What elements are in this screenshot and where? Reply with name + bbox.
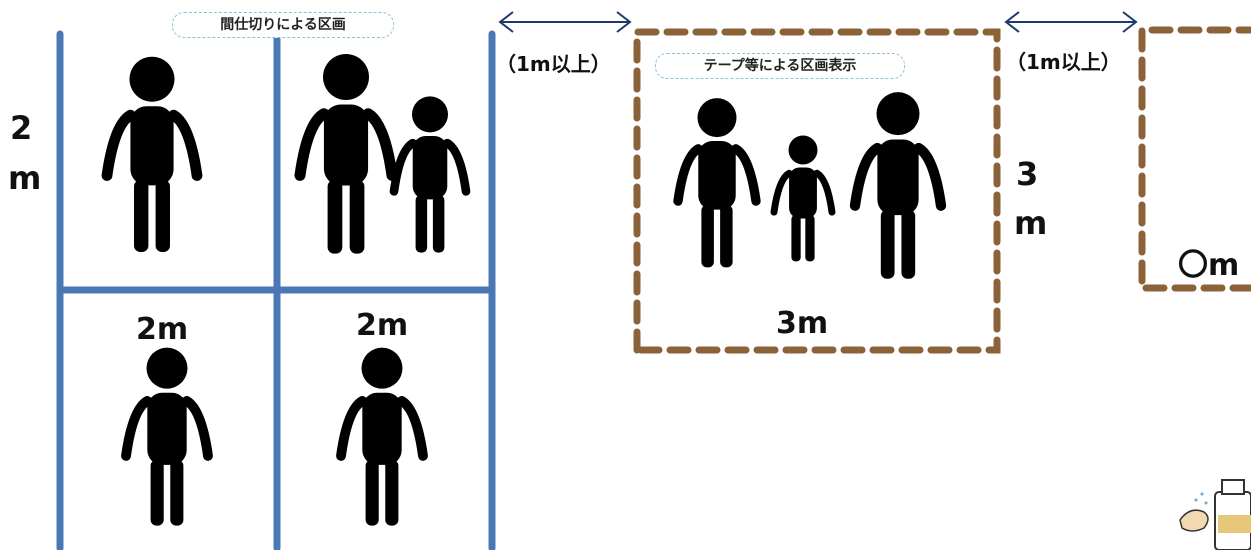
tape-side-label-top: 3 (1016, 155, 1039, 193)
tape-bottom-label: 3m (776, 306, 829, 341)
person-icon (855, 92, 941, 279)
third-area-boundary (1138, 26, 1251, 292)
partition-cell-label-left: 2m (136, 312, 189, 347)
third-area-label: 〇m (1178, 248, 1240, 283)
gap-right-label: （1m以上） (1006, 50, 1121, 74)
double-arrow-icon (1004, 11, 1138, 33)
partition-side-label-top: 2 (10, 109, 33, 147)
person-icon (678, 98, 756, 267)
tape-side-label-bottom: m (1014, 204, 1048, 242)
partition-grid (56, 30, 496, 550)
person-icon (126, 348, 208, 526)
hand-sanitizer-icon (1179, 479, 1251, 550)
person-icon (341, 348, 423, 526)
partition-cell-label-right: 2m (356, 308, 409, 343)
person-icon (774, 136, 832, 262)
tape-boundary (633, 28, 1001, 354)
double-arrow-icon (498, 11, 632, 33)
gap-left-label: （1m以上） (496, 52, 611, 76)
tape-title: テープ等による区画表示 (655, 53, 905, 79)
partition-title: 間仕切りによる区画 (172, 12, 394, 38)
partition-side-label-bottom: m (8, 159, 42, 197)
person-icon (300, 54, 392, 254)
person-icon (394, 96, 466, 252)
person-icon (107, 57, 197, 252)
